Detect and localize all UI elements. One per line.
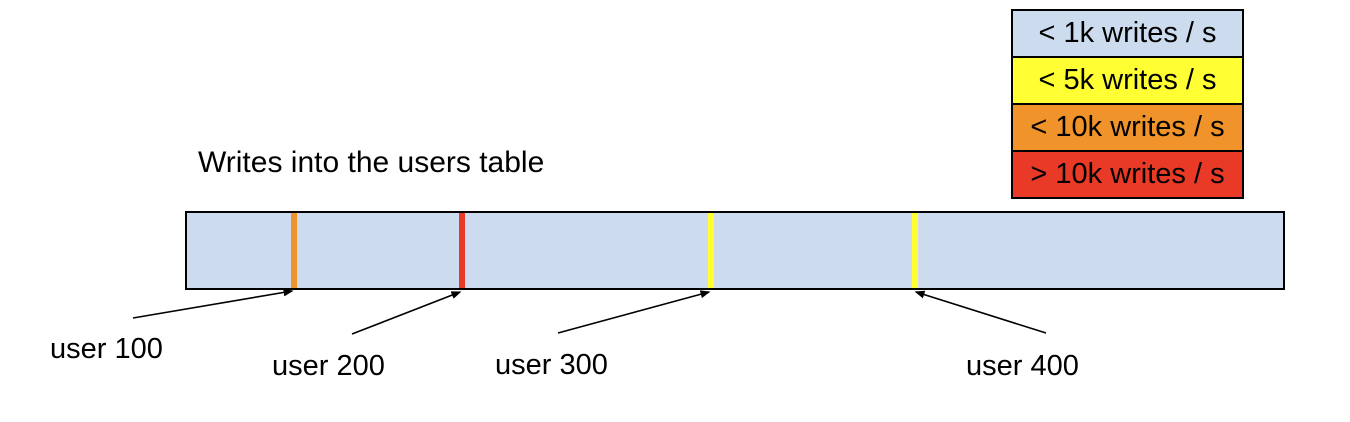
- arrow-user-100: [132, 288, 294, 319]
- legend-item-2: < 10k writes / s: [1013, 105, 1242, 152]
- hotspot-tick-user-200: [459, 213, 465, 288]
- legend-item-label: < 5k writes / s: [1038, 64, 1217, 96]
- user-label-user-400: user 400: [966, 350, 1079, 382]
- hotspot-tick-user-400: [912, 213, 918, 288]
- legend-item-1: < 5k writes / s: [1013, 58, 1242, 105]
- hotspot-tick-user-300: [708, 213, 714, 288]
- legend-item-label: < 10k writes / s: [1030, 111, 1225, 143]
- legend-item-3: > 10k writes / s: [1013, 152, 1242, 197]
- legend-item-label: > 10k writes / s: [1030, 158, 1225, 190]
- hotspot-tick-user-100: [291, 213, 297, 288]
- arrow-user-300: [557, 290, 711, 334]
- legend: < 1k writes / s < 5k writes / s < 10k writ…: [1011, 9, 1244, 199]
- user-label-user-100: user 100: [50, 333, 163, 365]
- arrow-user-200: [351, 291, 462, 335]
- diagram-title: Writes into the users table: [198, 146, 545, 179]
- legend-item-label: < 1k writes / s: [1038, 17, 1217, 49]
- user-label-user-200: user 200: [272, 350, 385, 382]
- user-label-user-300: user 300: [495, 349, 608, 381]
- legend-item-0: < 1k writes / s: [1013, 11, 1242, 58]
- arrow-user-400: [914, 290, 1047, 334]
- keyspace-bar: [185, 211, 1285, 290]
